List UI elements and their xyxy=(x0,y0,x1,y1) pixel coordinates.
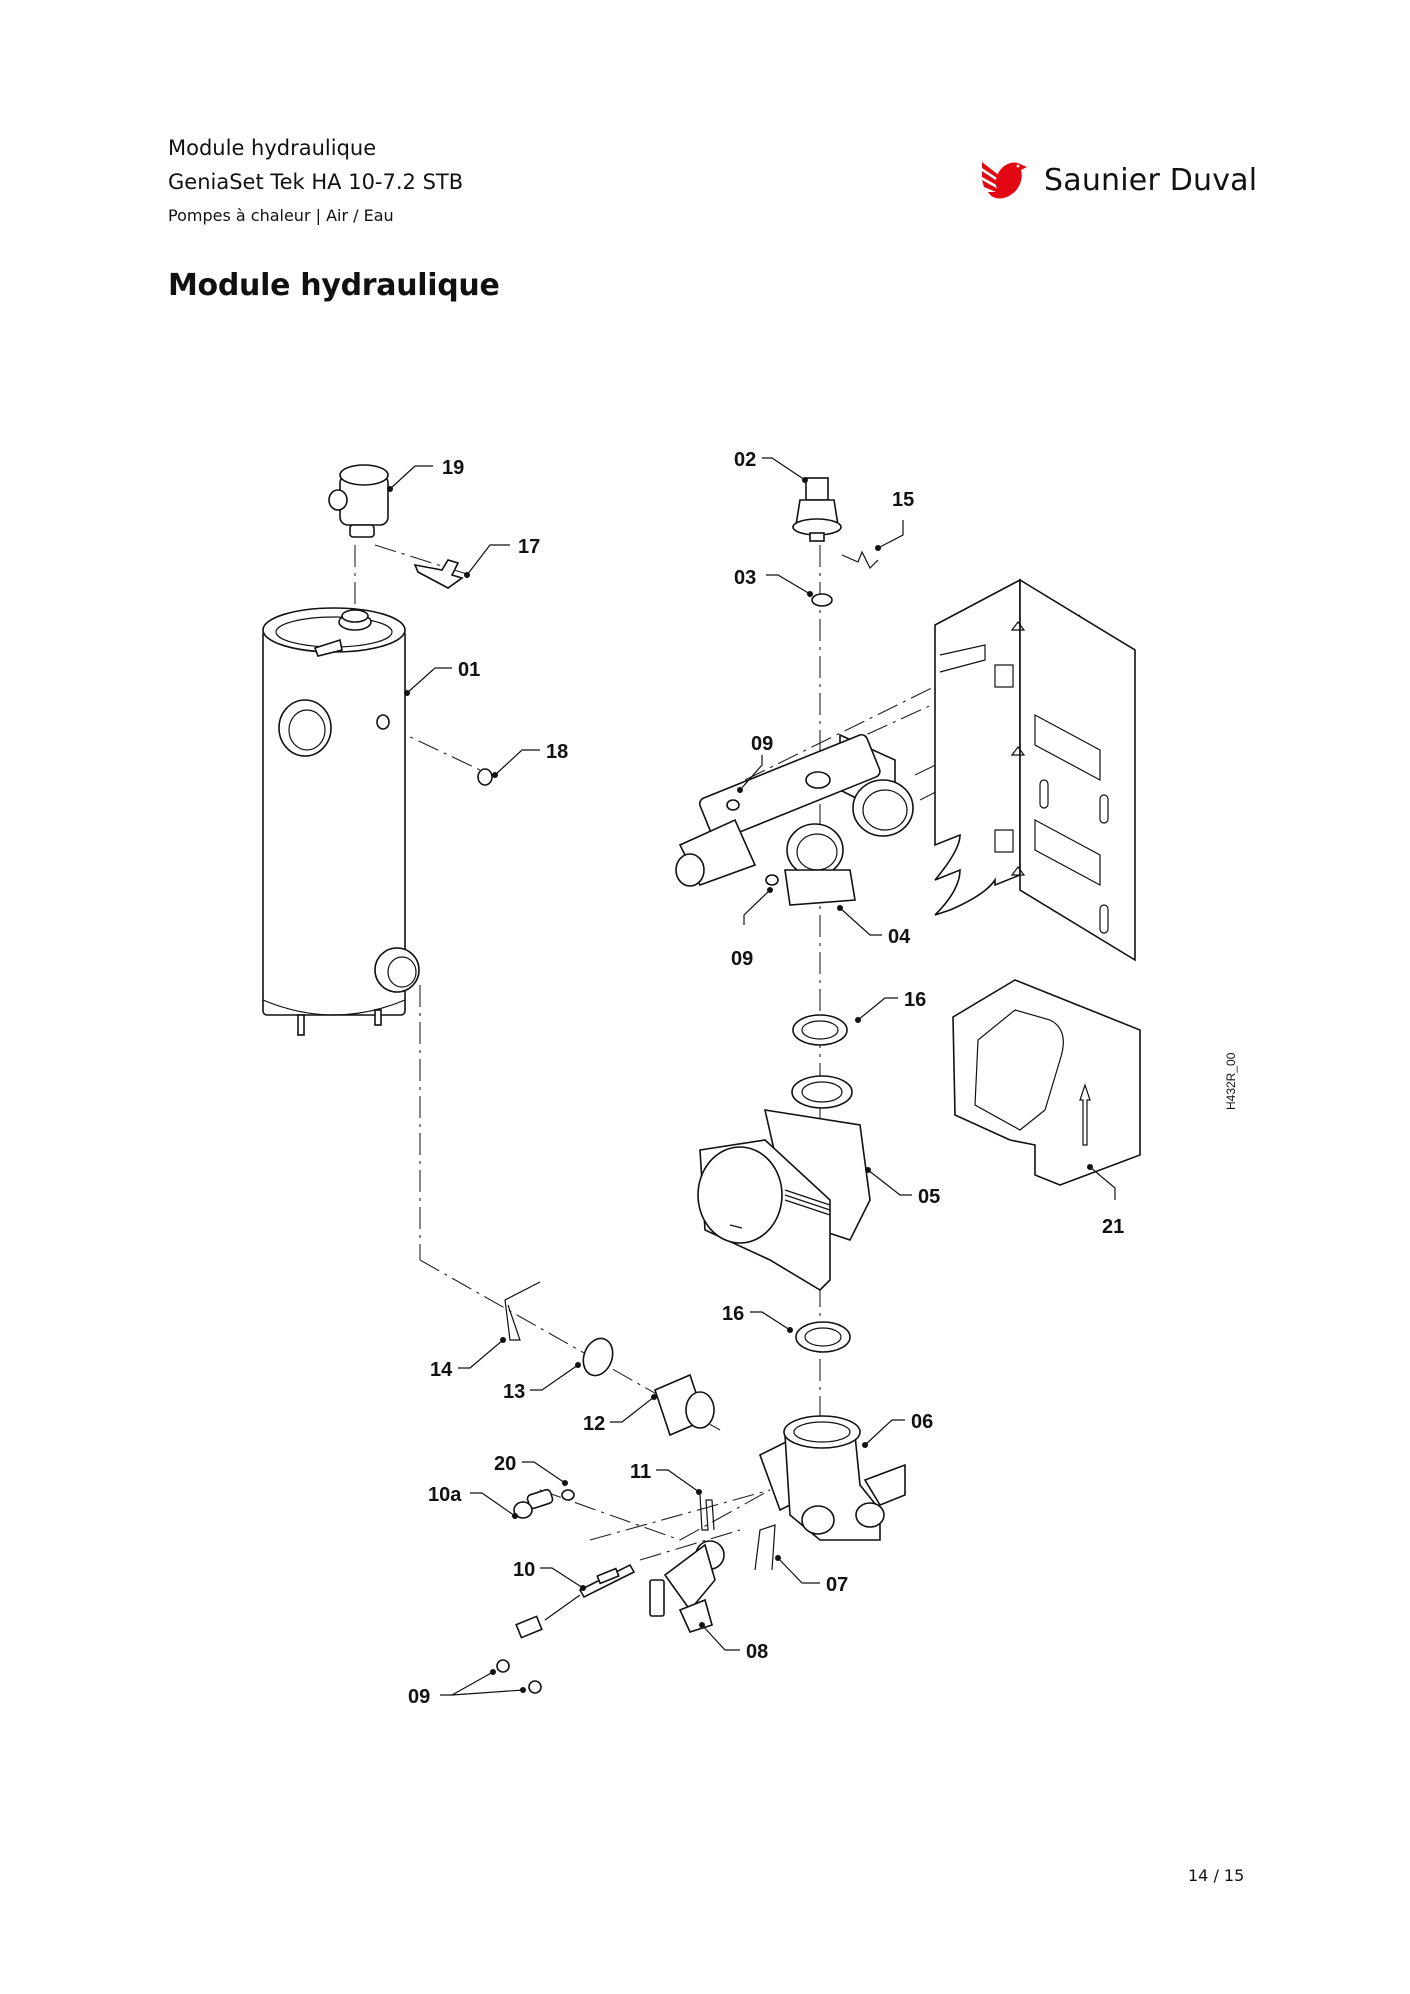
part-02-pressure-sensor xyxy=(792,477,842,542)
part-05-pump xyxy=(697,1075,871,1292)
callout-04: 04 xyxy=(888,926,911,948)
callout-18: 18 xyxy=(546,741,568,763)
callout-11: 11 xyxy=(630,1461,651,1483)
callout-16-lower: 16 xyxy=(722,1303,744,1325)
part-13-o-ring xyxy=(582,1337,614,1377)
callout-16-upper: 16 xyxy=(904,989,926,1011)
part-14-clip xyxy=(504,1281,541,1341)
part-11-clip xyxy=(699,1494,715,1531)
callout-09-middle: 09 xyxy=(731,948,753,970)
part-07-u-clip xyxy=(754,1524,776,1571)
bird-logo-icon xyxy=(982,162,1027,199)
brand-logo: Saunier Duval xyxy=(980,158,1257,202)
callout-06: 06 xyxy=(911,1411,933,1433)
part-10a-plug xyxy=(513,1488,554,1519)
part-mounting-bracket xyxy=(934,578,1136,962)
callout-10a: 10a xyxy=(428,1484,462,1506)
callout-09-upper: 09 xyxy=(751,733,773,755)
part-16-gasket-upper xyxy=(792,1014,848,1046)
callout-10: 10 xyxy=(513,1559,535,1581)
callout-14: 14 xyxy=(430,1359,453,1381)
callout-08: 08 xyxy=(746,1641,768,1663)
callout-15: 15 xyxy=(892,489,914,511)
part-15-clip xyxy=(841,550,879,570)
callout-leaders xyxy=(387,457,1116,1696)
part-20-o-ring xyxy=(561,1489,575,1501)
callout-09-lower: 09 xyxy=(408,1686,430,1708)
header-title: Module hydraulique xyxy=(168,136,377,160)
part-21-insulation-shell xyxy=(952,979,1141,1186)
brand-name: Saunier Duval xyxy=(1044,162,1258,198)
part-12-filter xyxy=(654,1373,715,1437)
callout-02: 02 xyxy=(734,449,756,471)
callout-12: 12 xyxy=(583,1413,605,1435)
part-09-screw xyxy=(496,1659,510,1673)
callout-20: 20 xyxy=(494,1453,516,1475)
callout-01: 01 xyxy=(458,659,480,681)
part-16-gasket-lower xyxy=(795,1321,851,1353)
header-category: Pompes à chaleur | Air / Eau xyxy=(168,206,394,225)
part-08-drain-valve xyxy=(649,1540,725,1633)
part-09-screw xyxy=(528,1680,542,1694)
section-title: Module hydraulique xyxy=(168,268,500,303)
callout-05: 05 xyxy=(918,1186,940,1208)
part-17-clip xyxy=(413,559,464,589)
header-product: GeniaSet Tek HA 10-7.2 STB xyxy=(168,170,464,194)
callout-03: 03 xyxy=(734,567,756,589)
part-19-air-vent xyxy=(328,464,389,538)
callout-19: 19 xyxy=(442,457,464,479)
callout-21: 21 xyxy=(1102,1216,1124,1238)
callout-17: 17 xyxy=(518,536,540,558)
page-number: 14 / 15 xyxy=(1188,1866,1245,1885)
part-01-tank xyxy=(262,607,420,1036)
part-04-manifold xyxy=(675,733,914,906)
part-18-plug xyxy=(477,768,493,786)
part-10-temperature-sensor xyxy=(515,1563,636,1639)
part-03-o-ring xyxy=(811,593,833,607)
callout-13: 13 xyxy=(503,1381,525,1403)
part-06-valve-body xyxy=(759,1415,906,1541)
callout-07: 07 xyxy=(826,1574,848,1596)
drawing-reference: H432R_00 xyxy=(1224,1052,1238,1110)
